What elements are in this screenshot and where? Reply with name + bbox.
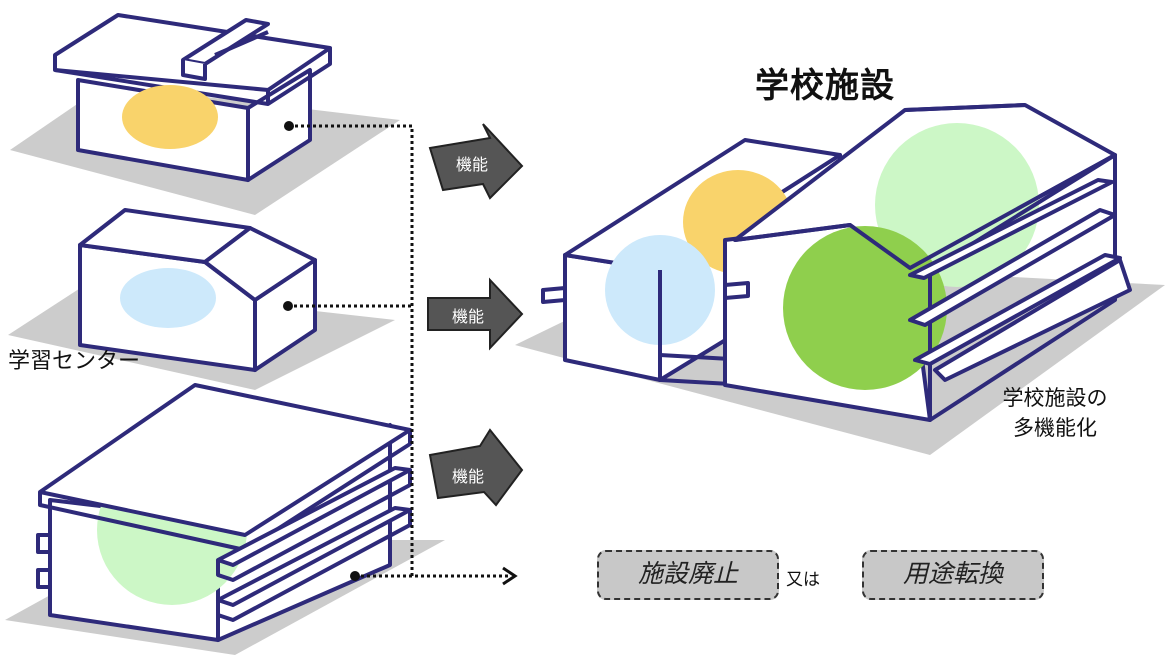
school-circle-green [783,226,947,390]
school-right-ledge-2 [908,208,1117,327]
school-mid-ledge [723,281,750,300]
use-conversion-box: 用途転換 [862,550,1044,600]
or-label: 又は [786,570,820,590]
building-top-left [10,13,400,215]
building-middle-left-roof-slope [203,226,317,302]
school-roof-line [904,103,1026,112]
function-arrow-2 [427,277,524,351]
function-arrow-3 [428,428,524,507]
building-middle-left [8,208,395,390]
page-title: 学校施設 [755,66,895,106]
connector-arrowhead [502,566,518,586]
function-arrow-label: 機能 [455,155,488,174]
school-roof-ridge [734,153,1116,270]
school-right-ledge-4 [933,258,1132,382]
building-bottom-left-ledge-1-edge [216,470,412,582]
function-circle-blue [120,268,216,328]
building-bottom-left-ledge-left-1 [36,533,52,554]
building-top-left-roof-box-line [214,30,269,57]
function-circle-yellow [122,85,218,149]
function-arrow-label: 機能 [451,307,484,326]
multi-function-label-line1: 学校施設の [1002,386,1108,410]
learning-center-label: 学習センター [8,349,141,374]
connector-lines [288,124,510,578]
school-left-ledge [541,286,567,304]
building-bottom-left [5,383,445,655]
building-top-left-roof-box-edge [181,60,207,81]
multi-function-label: 学校施設の 多機能化 [990,383,1120,443]
function-arrow-1 [428,123,524,200]
school-facility [515,103,1165,455]
school-right-ledge-1 [908,178,1114,280]
facility-abolish-box: 施設廃止 [597,550,779,600]
multi-function-label-line2: 多機能化 [1013,416,1097,440]
building-bottom-left-ledge-2-edge [216,510,412,622]
function-arrow-label: 機能 [451,467,484,486]
building-bottom-left-ledge-left-2 [36,568,52,589]
connector-line-1 [289,124,414,576]
